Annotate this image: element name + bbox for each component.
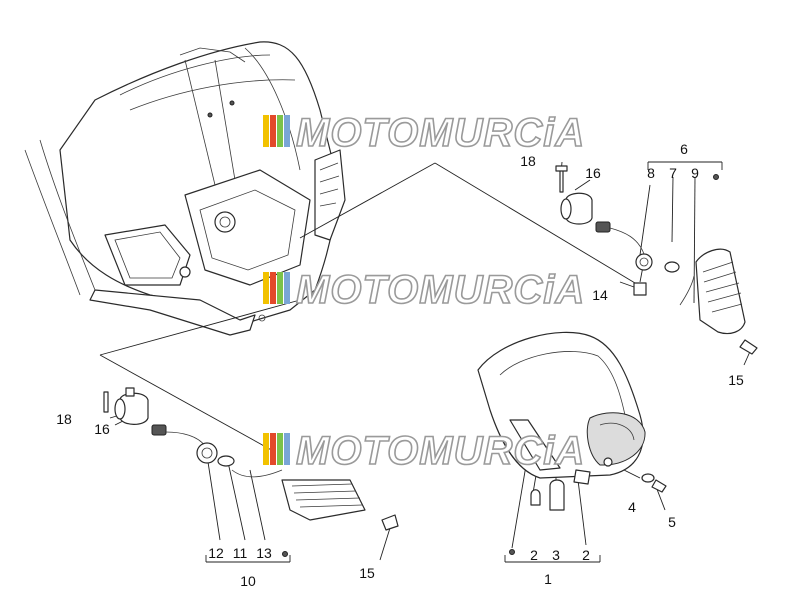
callout-16a: 16 xyxy=(585,165,601,181)
tail-light-assembly xyxy=(477,331,667,563)
stripe-yellow xyxy=(263,272,269,304)
callout-18a: 18 xyxy=(520,153,536,169)
watermark-text: MOTOMURCiA xyxy=(296,429,585,473)
callout-3: 3 xyxy=(552,547,560,563)
stripe-green xyxy=(277,115,283,147)
right-indicator-group xyxy=(555,161,758,355)
watermark-text: MOTOMURCiA xyxy=(296,111,585,155)
callout-2b: 2 xyxy=(582,547,590,563)
callout-9: 9 xyxy=(691,165,699,181)
callout-8: 8 xyxy=(647,165,655,181)
callout-16b: 16 xyxy=(94,421,110,437)
stripe-blue xyxy=(284,272,290,304)
callout-1: 1 xyxy=(544,571,552,587)
callout-10: 10 xyxy=(240,573,256,589)
watermark-text: MOTOMURCiA xyxy=(296,268,585,312)
watermark-bottom: MOTOMURCiA xyxy=(263,428,585,474)
callout-5: 5 xyxy=(668,514,676,530)
stripe-blue xyxy=(284,433,290,465)
callout-13: 13 xyxy=(256,545,272,561)
stripe-red xyxy=(270,272,276,304)
callout-4: 4 xyxy=(628,499,636,515)
callout-18b: 18 xyxy=(56,411,72,427)
stripe-red xyxy=(270,115,276,147)
stripe-blue xyxy=(284,115,290,147)
callout-6: 6 xyxy=(680,141,688,157)
front-body-shield xyxy=(24,41,346,336)
stripe-red xyxy=(270,433,276,465)
callout-11: 11 xyxy=(233,545,248,561)
callout-12: 12 xyxy=(208,545,224,561)
callout-7: 7 xyxy=(669,165,677,181)
callout-labels: 1 2 2 3 4 5 6 7 8 9 10 11 12 13 14 15 15… xyxy=(56,141,744,589)
watermark-group: MOTOMURCiA MOTOMURCiA MOTOMURCiA xyxy=(263,110,585,474)
left-indicator-group xyxy=(103,387,399,563)
stripe-green xyxy=(277,433,283,465)
callout-15a: 15 xyxy=(728,372,744,388)
watermark-top: MOTOMURCiA xyxy=(263,110,585,156)
stripe-yellow xyxy=(263,433,269,465)
watermark-middle: MOTOMURCiA xyxy=(263,267,585,313)
callout-15b: 15 xyxy=(359,565,375,581)
callout-2a: 2 xyxy=(530,547,538,563)
stripe-green xyxy=(277,272,283,304)
stripe-yellow xyxy=(263,115,269,147)
callout-14: 14 xyxy=(592,287,608,303)
